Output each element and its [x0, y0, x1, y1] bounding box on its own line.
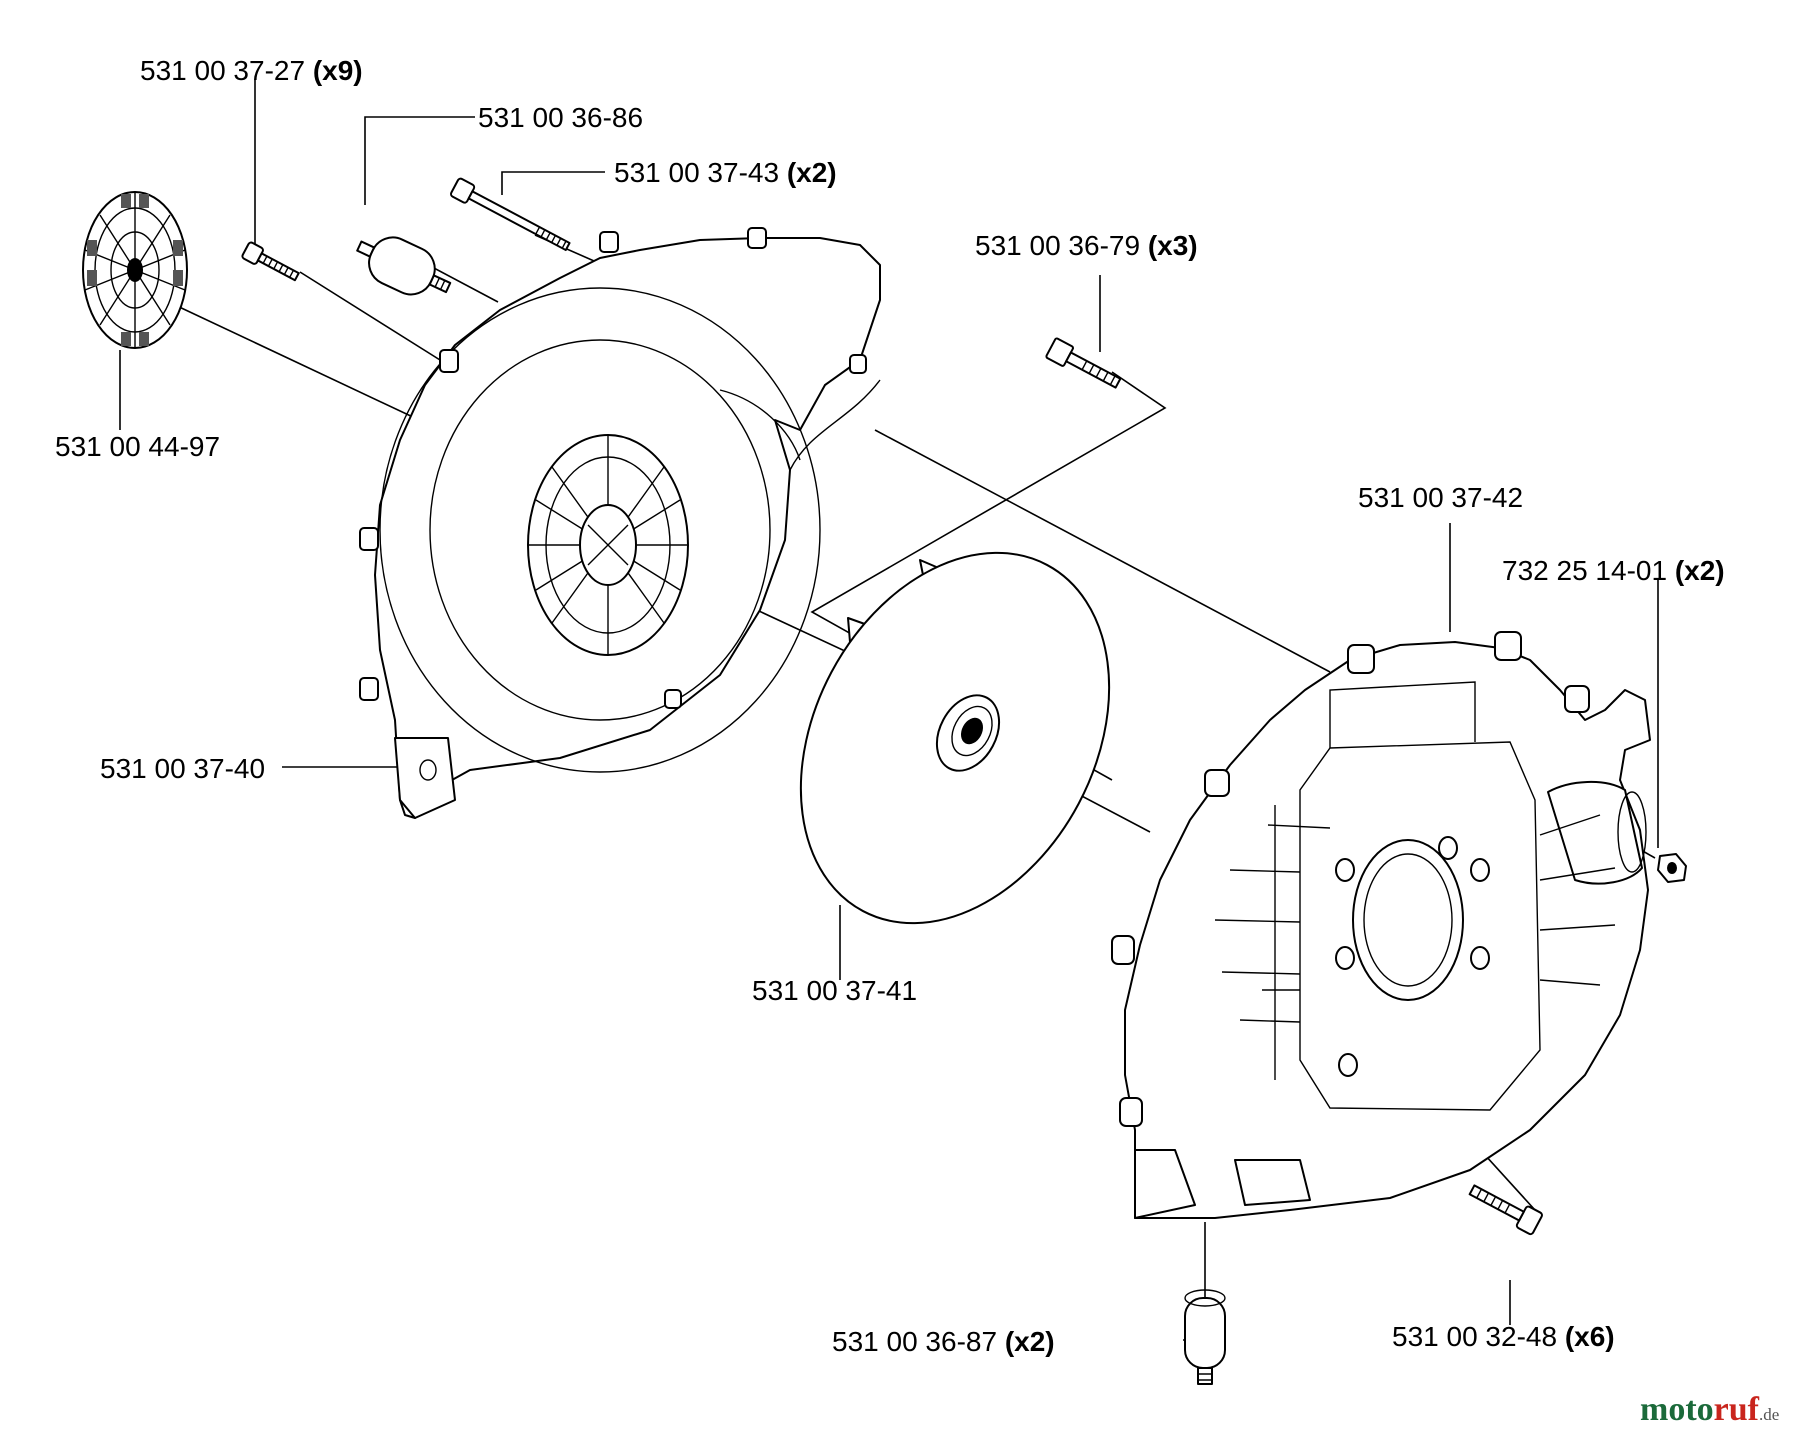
label-part-p5: 531 00 44-97 [55, 431, 220, 462]
label-part-p1: 531 00 37-27 (x9) [140, 55, 363, 86]
grille-drawing [82, 191, 188, 349]
watermark: motoruf.de [1640, 1391, 1779, 1428]
front-housing-drawing [359, 227, 881, 819]
nut-drawing [1657, 853, 1687, 883]
rear-housing-drawing [1111, 631, 1651, 1219]
mount-drawing [356, 236, 452, 296]
long-screw-drawing [450, 177, 571, 252]
label-part-p7: 732 25 14-01 (x2) [1502, 555, 1725, 586]
label-part-p6: 531 00 37-42 [1358, 482, 1523, 513]
label-part-p4: 531 00 36-79 (x3) [975, 230, 1198, 261]
label-part-p3: 531 00 37-43 (x2) [614, 157, 837, 188]
label-part-p10: 531 00 36-87 (x2) [832, 1326, 1055, 1357]
bolt-drawing [1045, 337, 1122, 389]
screw-drawing [241, 241, 300, 282]
label-part-p2: 531 00 36-86 [478, 102, 643, 133]
bottom-screw-drawing [1468, 1184, 1543, 1236]
bottom-mount-drawing [1184, 1289, 1226, 1385]
label-part-p8: 531 00 37-40 [100, 753, 265, 784]
label-part-p9: 531 00 37-41 [752, 975, 917, 1006]
impeller-drawing [799, 551, 1111, 925]
label-part-p11: 531 00 32-48 (x6) [1392, 1321, 1615, 1352]
